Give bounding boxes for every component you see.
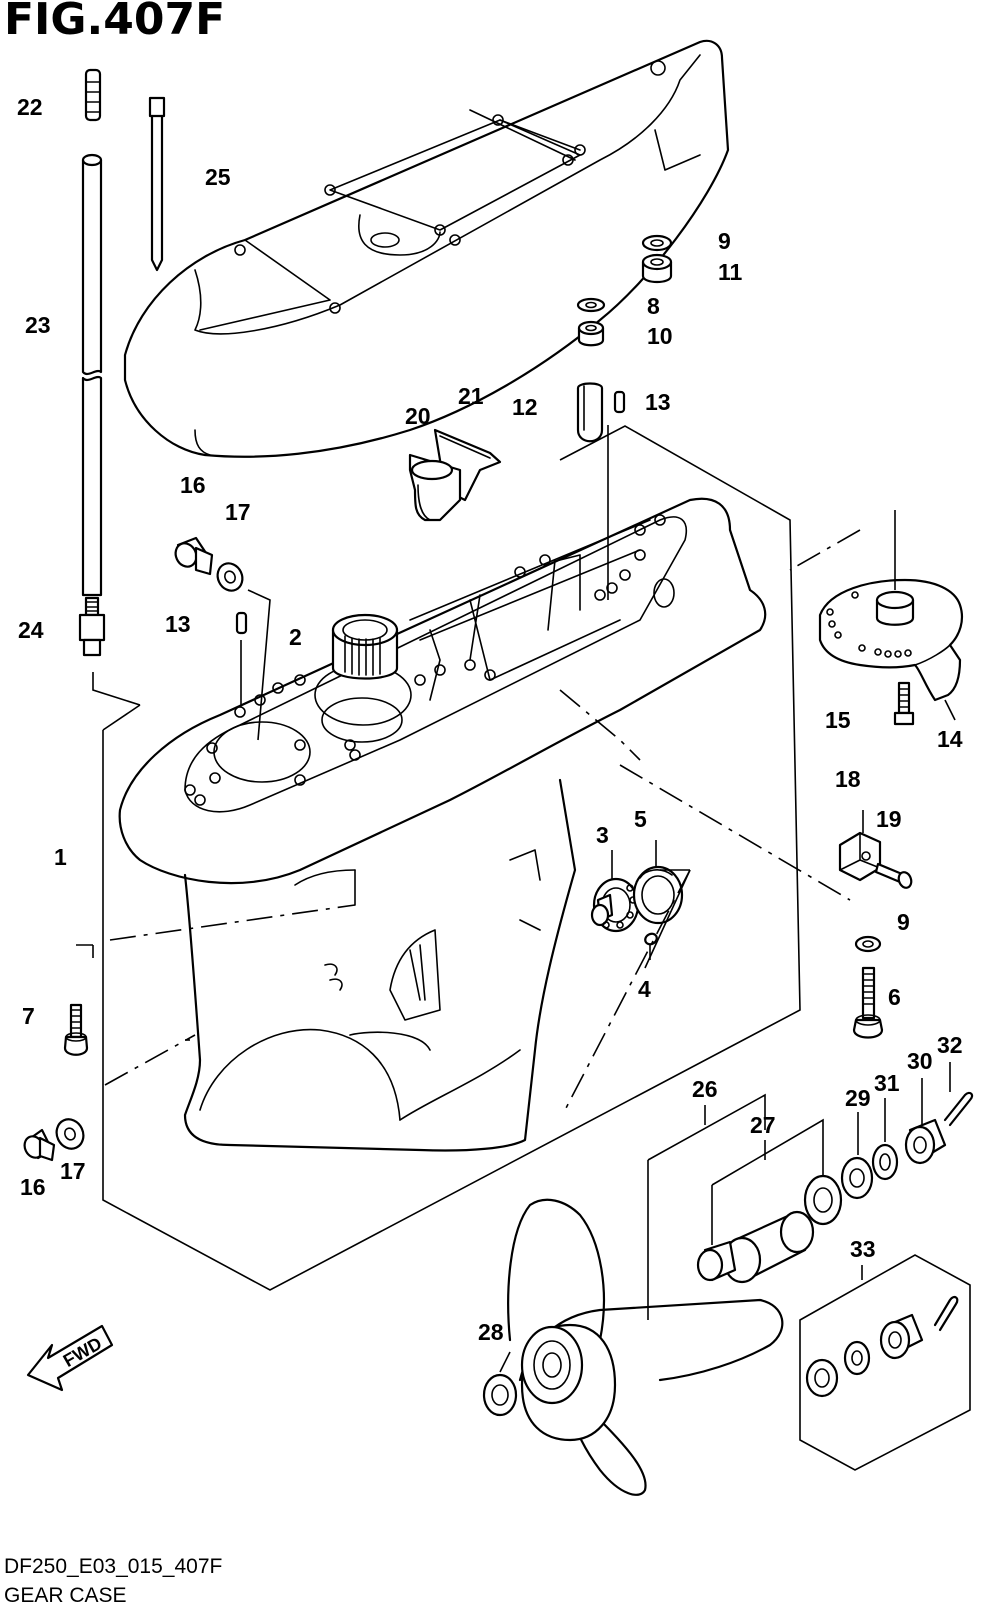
part-33-hardware-kit bbox=[799, 1254, 971, 1471]
part-16-drain-plug-lower bbox=[23, 1128, 56, 1162]
callout-18: 18 bbox=[835, 766, 861, 792]
callout-28: 28 bbox=[478, 1319, 504, 1345]
part-30-castle-nut bbox=[904, 1118, 947, 1165]
deck-bolt-holes bbox=[184, 514, 666, 806]
callout-21: 21 bbox=[458, 383, 484, 409]
callout-32: 32 bbox=[937, 1032, 963, 1058]
part-29-spacer bbox=[803, 1174, 843, 1226]
part-5-bearing-race bbox=[632, 865, 684, 925]
part-32-cotter-pin bbox=[943, 1091, 974, 1127]
part-16-drain-plug-upper bbox=[174, 536, 214, 576]
upper-cover-part bbox=[123, 39, 730, 458]
callout-9-top: 9 bbox=[718, 228, 731, 254]
callout-15: 15 bbox=[825, 707, 851, 733]
part-15-anode-bolt bbox=[893, 681, 915, 726]
callout-1: 1 bbox=[54, 844, 67, 870]
callout-9-lower: 9 bbox=[897, 909, 910, 935]
part-9-washer-top bbox=[641, 234, 673, 252]
part-1-gear-case-body bbox=[118, 497, 767, 1152]
callout-17-lower: 17 bbox=[60, 1158, 86, 1184]
callout-7: 7 bbox=[22, 1003, 35, 1029]
part-19-bolt bbox=[874, 862, 913, 889]
callout-16-lower: 16 bbox=[20, 1174, 46, 1200]
callout-25: 25 bbox=[205, 164, 231, 190]
callout-23: 23 bbox=[25, 312, 51, 338]
part-28-thrust-washer bbox=[482, 1373, 518, 1417]
callout-13-top: 13 bbox=[645, 389, 671, 415]
part-9-washer-lower bbox=[854, 935, 882, 953]
callout-14: 14 bbox=[937, 726, 963, 752]
part-17-gasket-lower bbox=[55, 1118, 85, 1150]
callout-20: 20 bbox=[405, 403, 431, 429]
part-4-pin bbox=[644, 932, 658, 946]
figure-caption: GEAR CASE bbox=[4, 1584, 127, 1607]
part-27-spline-bushing bbox=[696, 1210, 815, 1284]
part-12-plug-cover bbox=[576, 382, 604, 443]
callout-5: 5 bbox=[634, 806, 647, 832]
part-31-washer bbox=[871, 1143, 899, 1181]
part-23-water-tube bbox=[81, 153, 103, 597]
callout-24: 24 bbox=[18, 617, 44, 643]
callout-8: 8 bbox=[647, 293, 660, 319]
callout-12: 12 bbox=[512, 394, 538, 420]
gear-case-group-bracket bbox=[102, 425, 801, 1291]
part-10-nut bbox=[577, 320, 605, 347]
fwd-direction-arrow bbox=[26, 1324, 114, 1392]
callout-29: 29 bbox=[845, 1085, 871, 1111]
callout-2: 2 bbox=[289, 624, 302, 650]
callout-33: 33 bbox=[850, 1236, 876, 1262]
part-22-grommet bbox=[84, 68, 102, 122]
part-13-dowel-pin-top bbox=[613, 390, 626, 414]
part-29-washer bbox=[840, 1156, 874, 1200]
callout-16-top: 16 bbox=[180, 472, 206, 498]
callout-10: 10 bbox=[647, 323, 673, 349]
callout-31: 31 bbox=[874, 1070, 900, 1096]
part-11-nut bbox=[641, 253, 673, 284]
callout-6: 6 bbox=[888, 984, 901, 1010]
part-17-gasket-upper bbox=[216, 562, 244, 592]
part-26-propeller bbox=[507, 1198, 784, 1496]
part-20-21-bracket bbox=[408, 428, 502, 522]
part-3-bearing bbox=[590, 877, 640, 933]
part-2-bearing-housing bbox=[331, 613, 399, 680]
part-25-cable-tie bbox=[148, 96, 166, 272]
callout-30: 30 bbox=[907, 1048, 933, 1074]
figure-title: FIG.407F bbox=[4, 0, 226, 45]
callout-13-mid: 13 bbox=[165, 611, 191, 637]
part-24-tube-fitting bbox=[78, 596, 106, 657]
figure-code: DF250_E03_015_407F bbox=[4, 1555, 223, 1578]
callout-26: 26 bbox=[692, 1076, 718, 1102]
part-6-stud-bolt bbox=[852, 966, 884, 1039]
part-7-bolt bbox=[63, 1003, 89, 1056]
callout-17-top: 17 bbox=[225, 499, 251, 525]
part-13-dowel-pin-mid bbox=[235, 611, 248, 635]
callout-22: 22 bbox=[17, 94, 43, 120]
callout-27: 27 bbox=[750, 1112, 776, 1138]
callout-19: 19 bbox=[876, 806, 902, 832]
callout-3: 3 bbox=[596, 822, 609, 848]
part-14-trim-tab-anode bbox=[818, 578, 964, 702]
part-8-washer bbox=[576, 297, 606, 313]
callout-11: 11 bbox=[718, 259, 743, 285]
callout-4: 4 bbox=[638, 976, 651, 1002]
part-18-spacer-block bbox=[838, 831, 882, 882]
